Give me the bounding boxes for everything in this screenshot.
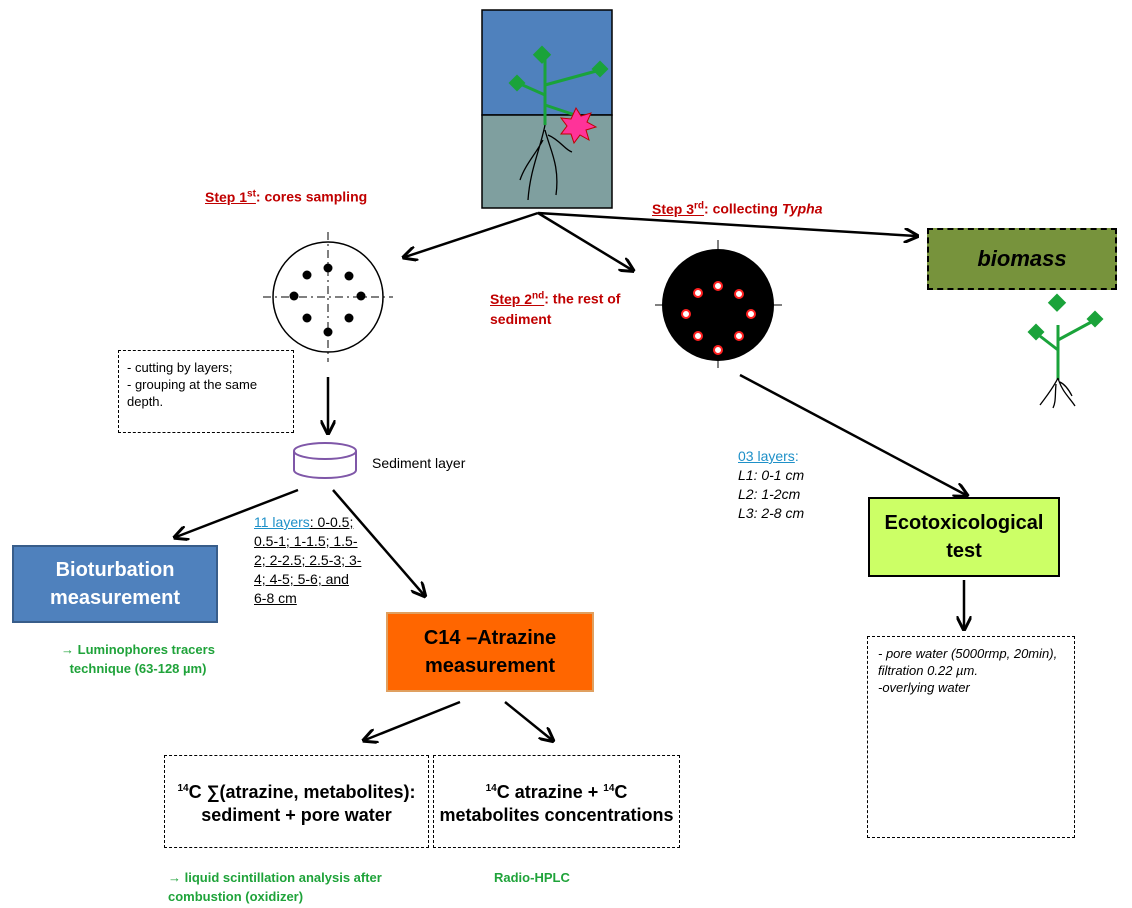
- result-right-text2: C metabolites concentrations: [439, 781, 674, 825]
- c14-box: C14 –Atrazine measurement: [386, 612, 594, 692]
- result-right-text1: C atrazine +: [496, 781, 604, 802]
- bioturbation-box: Bioturbation measurement: [12, 545, 218, 623]
- layers03-colon: :: [794, 448, 799, 464]
- result-right-box: 14C atrazine + 14C metabolites concentra…: [433, 755, 680, 848]
- result-left-box: 14C ∑(atrazine, metabolites): sediment +…: [164, 755, 429, 848]
- cutting-note-line1: - cutting by layers;: [127, 360, 233, 375]
- step2-number: Step 2nd: [490, 290, 545, 307]
- step3-number: Step 3rd: [652, 200, 705, 217]
- biomass-box: biomass: [927, 228, 1117, 290]
- layers11-values: : 0-0.5; 0.5-1; 1-1.5; 1.5-2; 2-2.5; 2.5…: [254, 514, 362, 606]
- step3-text: : collecting: [704, 200, 782, 217]
- step2-text: : the rest of sediment: [490, 290, 621, 327]
- sediment-layer-icon: [293, 442, 357, 479]
- step1-number: Step 1st: [205, 188, 256, 205]
- bioturbation-method: → Luminophores tracers technique (63-128…: [38, 640, 238, 678]
- layers03-heading: 03 layers: [738, 448, 795, 464]
- right-arrow-icon: →: [61, 642, 75, 657]
- ecotox-box: Ecotoxicological test: [868, 497, 1060, 577]
- bioturbation-title: Bioturbation measurement: [49, 559, 181, 609]
- porewater-note-line1: - pore water (5000rmp, 20min), filtratio…: [878, 646, 1058, 678]
- core-sampling-circle: [263, 232, 393, 362]
- result-left-text: C ∑(atrazine, metabolites): sediment + p…: [188, 781, 416, 825]
- result-left-method: → liquid scintillation analysis after co…: [168, 868, 448, 906]
- c14-title: C14 –Atrazine measurement: [423, 627, 557, 677]
- rest-sediment-core: [655, 240, 782, 368]
- cutting-note-line2: - grouping at the same depth.: [127, 377, 258, 409]
- step1-text: : cores sampling: [255, 188, 368, 205]
- typha-plant-icon: [1027, 293, 1104, 409]
- step3-typha: Typha: [781, 200, 823, 217]
- ecotox-title: Ecotoxicological test: [884, 512, 1044, 562]
- result-left-method-text: liquid scintillation analysis after comb…: [168, 870, 382, 904]
- cutting-note-box: - cutting by layers; - grouping at the s…: [118, 350, 294, 433]
- result-right-iso1: 14: [485, 782, 497, 794]
- layers11-text: 11 layers: 0-0.5; 0.5-1; 1-1.5; 1.5-2; 2…: [254, 513, 364, 608]
- right-arrow-icon: →: [168, 870, 181, 885]
- porewater-note-line2: -overlying water: [878, 680, 970, 695]
- result-left-iso: 14: [177, 782, 189, 794]
- step2-label: Step 2nd: the rest of sediment: [490, 286, 640, 329]
- layers03-l3: L3: 2-8 cm: [738, 505, 805, 521]
- typha-panel-image: [481, 9, 613, 209]
- step1-label: Step 1st: cores sampling: [205, 188, 367, 205]
- layers03-l1: L1: 0-1 cm: [738, 467, 805, 483]
- sediment-layer-label: Sediment layer: [372, 455, 466, 471]
- result-right-method: Radio-HPLC: [494, 870, 570, 885]
- step3-label: Step 3rd: collecting Typha: [652, 200, 823, 217]
- layers03-text: 03 layers: L1: 0-1 cm L2: 1-2cm L3: 2-8 …: [738, 447, 858, 523]
- bioturbation-method-text: Luminophores tracers technique (63-128 µ…: [69, 642, 215, 676]
- biomass-label: biomass: [977, 246, 1067, 271]
- porewater-note-box: - pore water (5000rmp, 20min), filtratio…: [867, 636, 1075, 838]
- layers03-l2: L2: 1-2cm: [738, 486, 801, 502]
- layers11-heading: 11 layers: [254, 514, 310, 530]
- result-right-iso2: 14: [603, 782, 615, 794]
